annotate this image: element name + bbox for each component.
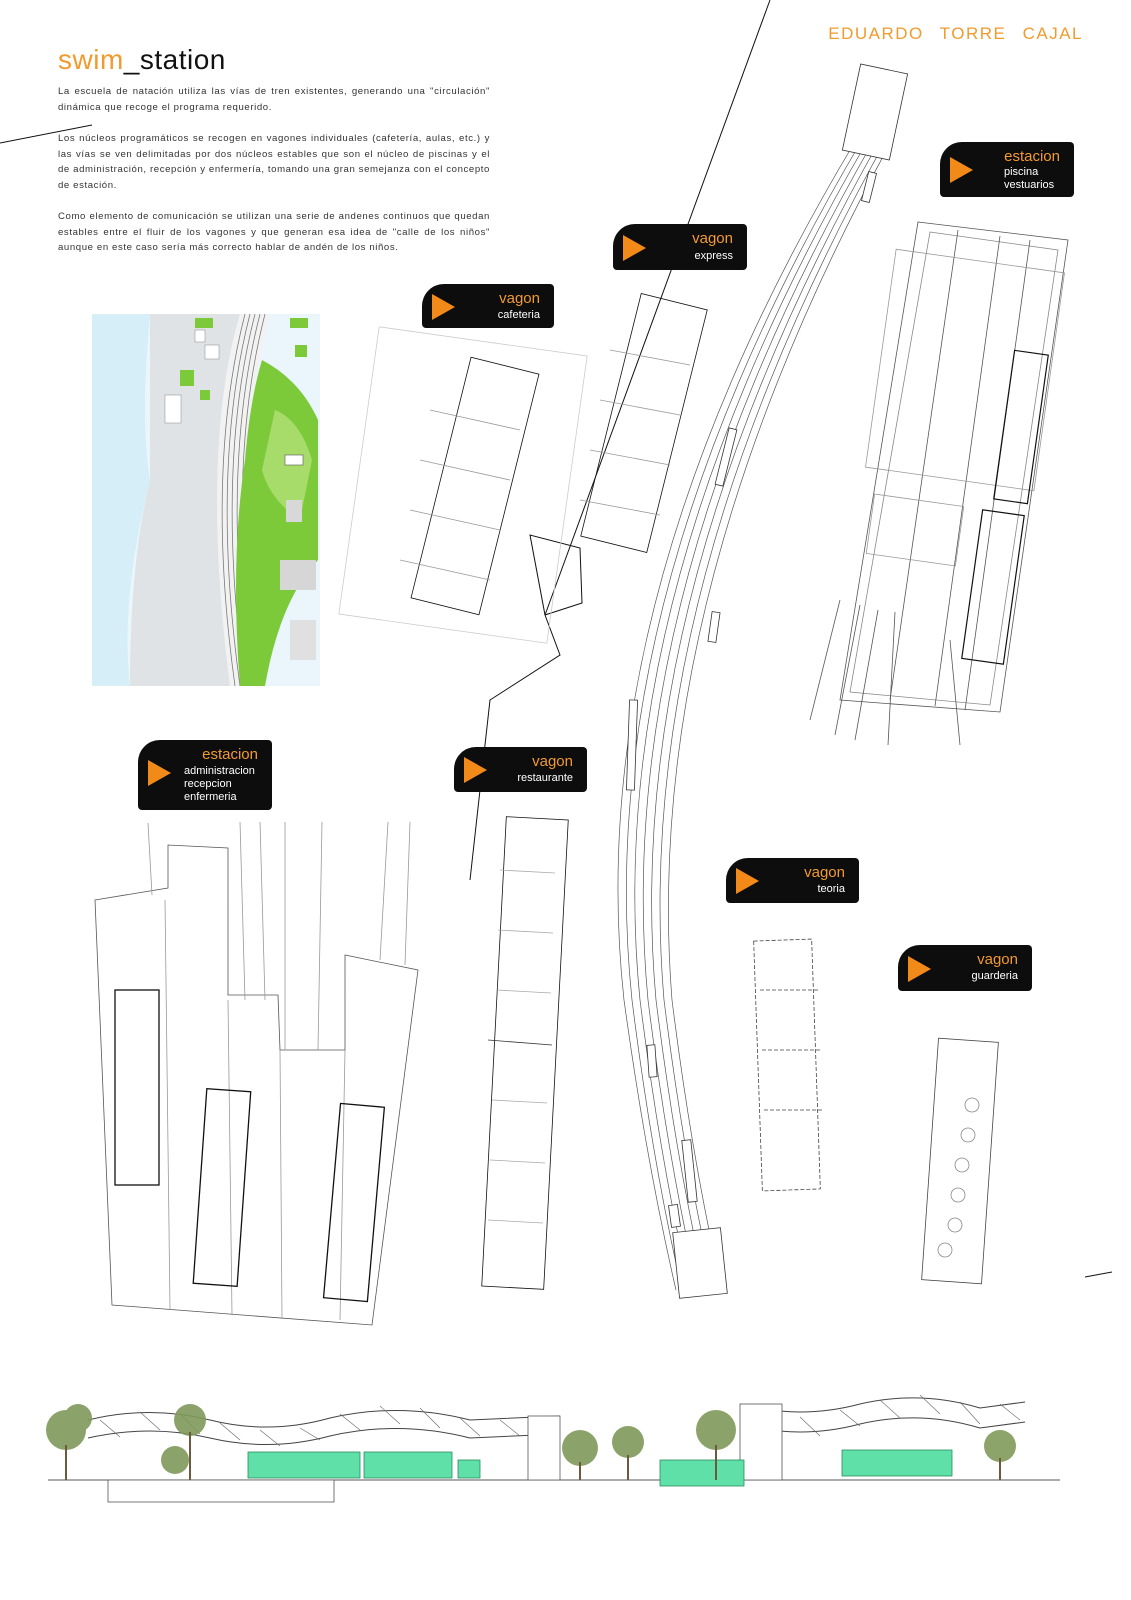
site-plan-map	[92, 313, 320, 687]
label-subtitle-1: restaurante	[517, 772, 573, 784]
label-title: estacion	[202, 746, 258, 763]
label-subtitle-1: administracion	[184, 765, 255, 777]
label-title: vagon	[692, 230, 733, 247]
teoria-wagon-plan	[753, 938, 822, 1192]
label-estacion-piscina: estacion piscina vestuarios	[940, 142, 1074, 197]
diagonal-line	[544, 0, 771, 616]
label-subtitle-1: teoria	[817, 883, 845, 895]
author-name: EDUARDO TORRE CAJAL	[828, 24, 1083, 43]
label-subtitle-2: recepcion	[184, 778, 232, 790]
play-icon	[623, 235, 646, 261]
intro-paragraph: La escuela de natación utiliza las vías …	[58, 86, 490, 113]
label-vagon-express: vagon express	[613, 224, 747, 270]
label-vagon-restaurante: vagon restaurante	[454, 747, 587, 792]
page-title: swim_station	[58, 44, 226, 76]
play-icon	[464, 757, 487, 783]
label-vagon-cafeteria: vagon cafeteria	[422, 284, 554, 328]
railway-tracks	[617, 139, 893, 1291]
restaurante-wagon-plan	[481, 816, 569, 1290]
label-subtitle-1: express	[694, 250, 733, 262]
play-icon	[950, 157, 973, 183]
label-title: vagon	[532, 753, 573, 770]
label-title: vagon	[977, 951, 1018, 968]
admin-station-plan	[94, 821, 419, 1326]
boundary-line	[469, 534, 583, 881]
label-vagon-guarderia: vagon guarderia	[898, 945, 1032, 991]
label-subtitle-1: guarderia	[971, 970, 1018, 982]
guarderia-wagon-plan	[921, 1037, 999, 1285]
title-part-2: _station	[123, 44, 226, 75]
corner-line	[0, 124, 93, 144]
communication-paragraph: Como elemento de comunicación se utiliza…	[58, 211, 490, 253]
label-subtitle-1: piscina	[1004, 166, 1039, 178]
title-part-1: swim	[58, 44, 124, 75]
play-icon	[908, 956, 931, 982]
label-subtitle-3: enfermeria	[184, 791, 237, 803]
label-title: vagon	[804, 864, 845, 881]
play-icon	[736, 868, 759, 894]
cafeteria-wagon-plan	[338, 326, 588, 644]
label-vagon-teoria: vagon teoria	[726, 858, 859, 903]
pool-station-plan	[809, 221, 1069, 746]
label-subtitle-2: vestuarios	[1004, 179, 1055, 191]
label-title: vagon	[499, 290, 540, 307]
label-title: estacion	[1004, 148, 1060, 165]
play-icon	[432, 294, 455, 320]
corner-line-right	[1084, 1271, 1113, 1278]
express-wagon-plan	[579, 293, 708, 553]
section-elevation	[46, 1394, 1060, 1503]
play-icon	[148, 760, 171, 786]
label-estacion-administracion: estacion administracion recepcion enferm…	[138, 740, 272, 810]
label-subtitle-1: cafeteria	[497, 309, 540, 321]
program-paragraph: Los núcleos programáticos se recogen en …	[58, 133, 490, 191]
